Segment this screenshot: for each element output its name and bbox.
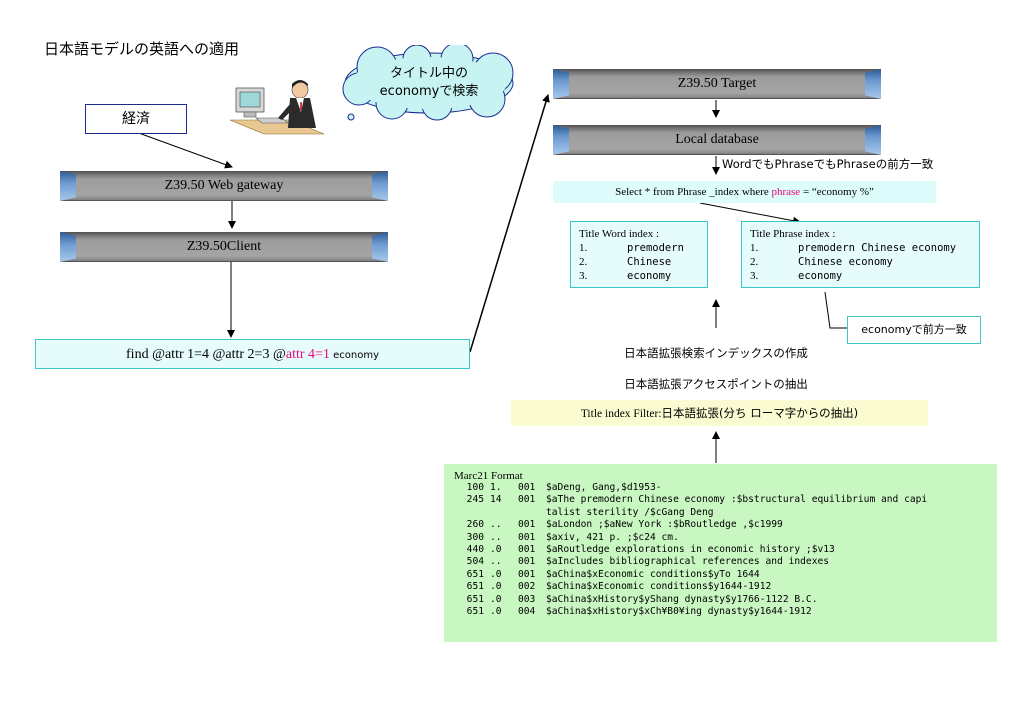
- list-item: 3.economy: [750, 270, 843, 282]
- query-term: economy: [329, 350, 379, 361]
- arrow-keyword-to-gateway: [135, 131, 233, 169]
- prefix-match-callout-line: [824, 291, 847, 329]
- filter-description: 日本語拡張(分ち ローマ字からの抽出): [661, 406, 859, 420]
- filter-label: Title index Filter:: [580, 408, 662, 420]
- marc-line: talist sterility /$cGang Deng: [546, 506, 714, 518]
- query-box: find @attr 1=4 @attr 2=3 @attr 4=1 econo…: [35, 339, 470, 369]
- title-word-index-header: Title Word index :: [579, 228, 660, 240]
- marc-header: Marc21 Format: [454, 470, 523, 482]
- list-item: 1.premodern: [579, 242, 684, 254]
- local-db-label: Local database: [675, 132, 759, 147]
- marc-line: 260..001$aLondon ;$aNew York :$bRoutledg…: [466, 519, 783, 531]
- cloud-text-line-2: economyで検索: [379, 84, 479, 99]
- select-text: Select * from Phrase _index where: [615, 186, 772, 198]
- marc-line: 300..001$axiv, 421 p. ;$c24 cm.: [466, 531, 679, 543]
- list-item: 3.economy: [579, 270, 672, 282]
- query-text: find @attr 1=4 @attr 2=3 @: [126, 347, 286, 362]
- arrow-select-to-phrase-index: [699, 202, 801, 225]
- cloud-text-line-1: タイトル中の: [389, 66, 468, 81]
- title-word-index: Title Word index : 1.premodern 2.Chinese…: [570, 221, 708, 288]
- web-gateway-label: Z39.50 Web gateway: [164, 178, 284, 193]
- arrow-query-to-target: [469, 94, 550, 353]
- target-label: Z39.50 Target: [677, 76, 757, 91]
- phrase-note: WordでもPhraseでもPhraseの前方一致: [722, 157, 934, 171]
- title-phrase-index: Title Phrase index : 1.premodern Chinese…: [741, 221, 980, 288]
- list-item: 2.Chinese: [579, 256, 672, 268]
- title-phrase-index-header: Title Phrase index :: [750, 228, 836, 240]
- web-gateway-bar: Z39.50 Web gateway: [60, 171, 388, 201]
- access-point-label: 日本語拡張アクセスポイントの抽出: [624, 377, 808, 391]
- prefix-match-callout: economyで前方一致: [847, 316, 981, 344]
- select-phrase-highlight: phrase: [771, 186, 801, 198]
- client-label: Z39.50Client: [186, 239, 262, 254]
- page-title: 日本語モデルの英語への適用: [44, 40, 240, 58]
- select-statement: Select * from Phrase _index where phrase…: [553, 181, 936, 203]
- user-at-computer-icon: [229, 80, 325, 135]
- list-item: 2.Chinese economy: [750, 256, 893, 268]
- keyword-box: 経済: [85, 104, 187, 134]
- select-condition: = “economy %”: [800, 186, 874, 198]
- thought-cloud: タイトル中の economyで検索: [337, 45, 521, 121]
- client-bar: Z39.50Client: [60, 232, 388, 262]
- marc-line: 504..001$aIncludes bibliographical refer…: [466, 556, 830, 568]
- query-attr-highlight: attr 4=1: [285, 347, 330, 362]
- title-index-filter: Title index Filter:日本語拡張(分ち ローマ字からの抽出): [511, 400, 928, 426]
- local-db-bar: Local database: [553, 125, 881, 155]
- index-creation-label: 日本語拡張検索インデックスの作成: [624, 346, 808, 360]
- target-bar: Z39.50 Target: [553, 69, 881, 99]
- list-item: 1.premodern Chinese economy: [750, 242, 957, 254]
